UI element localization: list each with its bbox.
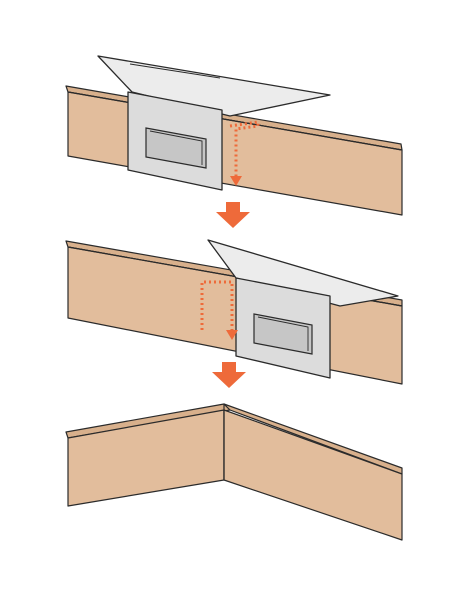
step-2-group [65, 239, 403, 385]
tool-window [145, 127, 207, 169]
marking-line-step-2 [200, 280, 238, 340]
tool-slot [129, 63, 221, 79]
marking-arrowhead [230, 176, 242, 186]
marking-dotted-line [229, 120, 260, 176]
tool-window-inner [257, 316, 309, 351]
miter-square-step-1 [97, 55, 331, 191]
tool-window [253, 313, 313, 355]
tool-top-plate [97, 55, 331, 117]
marking-dotted-line [200, 280, 234, 330]
tool-top-plate [207, 239, 399, 307]
down-arrow-icon [216, 202, 250, 228]
joined-board-right [223, 403, 403, 541]
board-front-face [223, 409, 403, 541]
board-edge-line [67, 91, 403, 151]
marking-line-step-1 [229, 120, 260, 186]
step-1-group [65, 55, 403, 216]
board-front-face [67, 409, 225, 507]
down-arrow-icon [212, 362, 246, 388]
step-3-group [65, 403, 403, 541]
miter-square-step-2 [207, 239, 399, 379]
tool-window-inner [149, 130, 203, 165]
joined-board-left [65, 403, 231, 507]
marking-arrowhead [226, 330, 238, 340]
